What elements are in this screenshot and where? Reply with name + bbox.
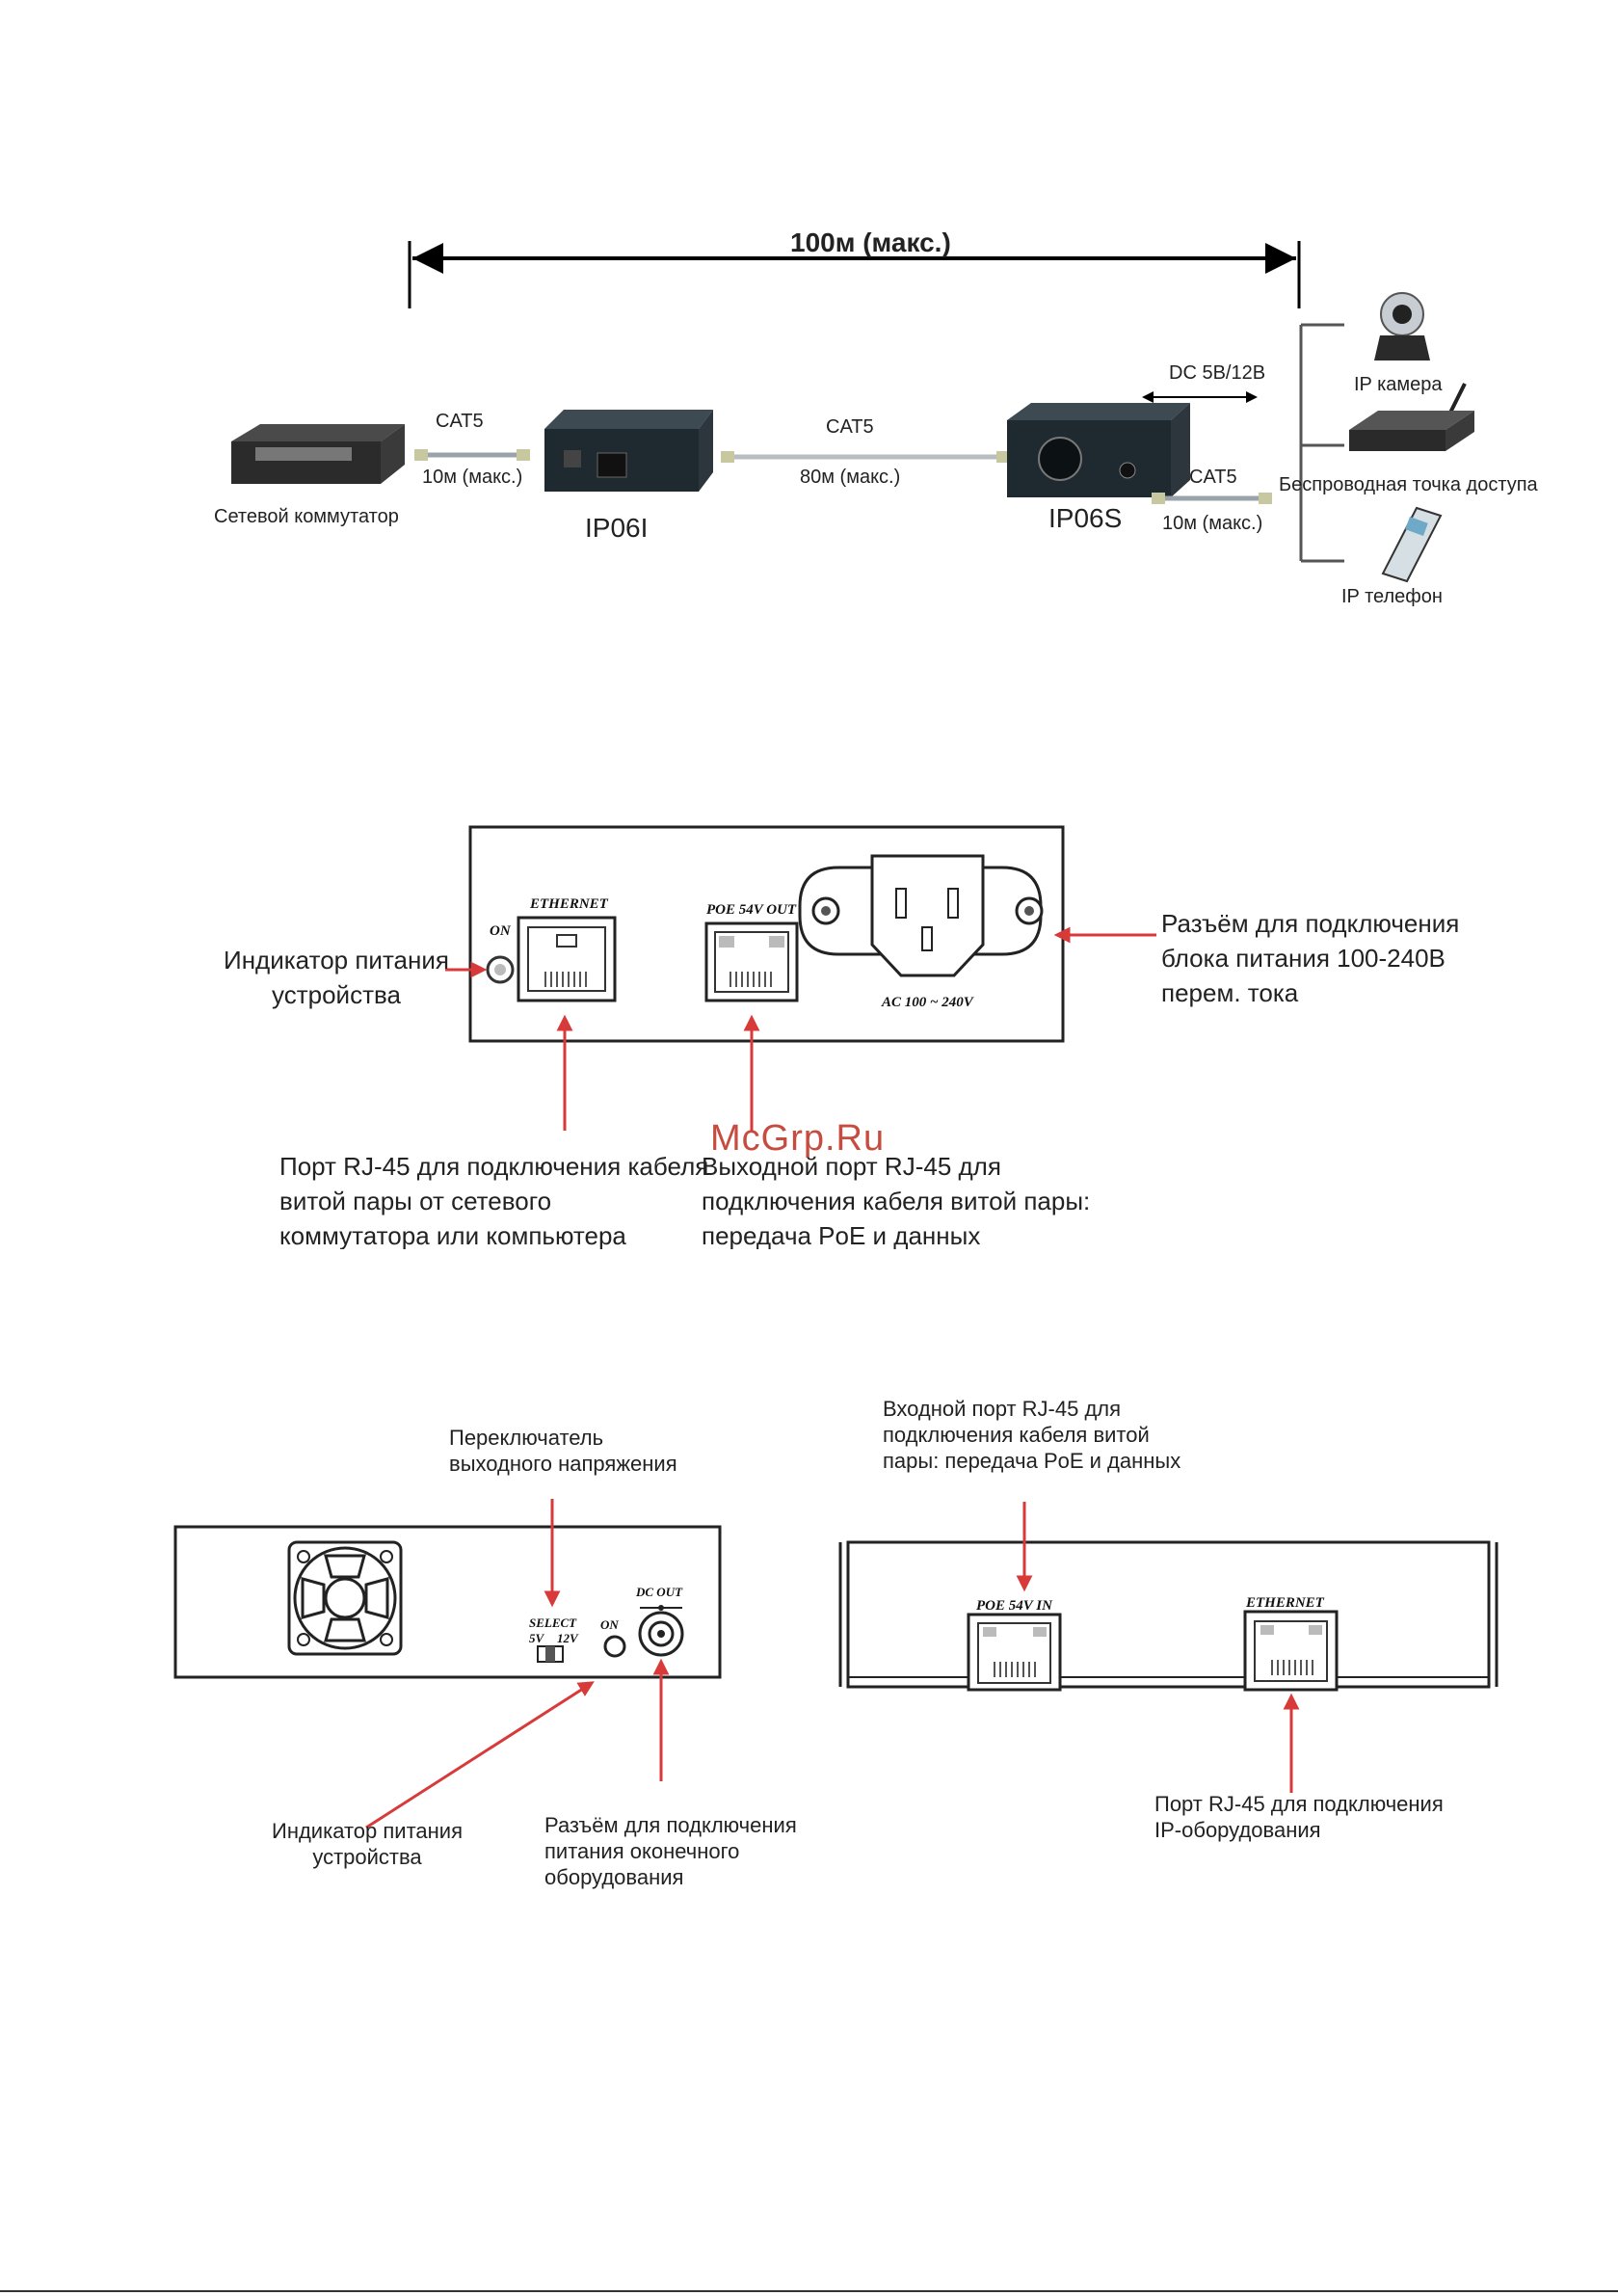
splitter-ethernet-label: ETHERNET xyxy=(1246,1595,1324,1611)
injector-power-socket-caption: Разъём для подключения блока питания 100… xyxy=(1161,909,1460,1007)
devices-bracket xyxy=(1299,323,1344,563)
poe-in-caption: Входной порт RJ-45 для подключения кабел… xyxy=(883,1397,1181,1473)
cable1-icon xyxy=(414,449,530,461)
select-12v-label: 12V xyxy=(557,1631,578,1645)
injector-rj45-out-caption: Выходной порт RJ-45 для подключения кабе… xyxy=(702,1152,1091,1249)
cable3-length: 10м (макс.) xyxy=(1162,513,1263,534)
injector-power-indicator-caption: Индикатор питания устройства xyxy=(224,946,449,1009)
injector-ethernet-label: ETHERNET xyxy=(530,896,608,912)
splitter-back-panel xyxy=(838,1502,1499,1793)
injector-device-icon xyxy=(544,410,713,492)
network-switch-icon xyxy=(231,424,405,484)
injector-poe-out-label: POE 54V OUT xyxy=(706,902,797,918)
distance-arrow xyxy=(408,241,1301,308)
cable2-length: 80м (макс.) xyxy=(800,467,901,488)
dc-arrow xyxy=(1142,391,1258,403)
poe-in-label: POE 54V IN xyxy=(976,1598,1052,1614)
dc-connector-caption: Разъём для подключения питания оконечног… xyxy=(544,1813,797,1889)
injector-rj45-in-caption: Порт RJ-45 для подключения кабеля витой … xyxy=(279,1152,709,1249)
select-5v-label: 5V xyxy=(529,1631,544,1645)
splitter-power-indicator-caption: Индикатор питания устройства xyxy=(272,1819,463,1869)
dc-label: DC 5В/12В xyxy=(1169,362,1266,384)
injector-on-label: ON xyxy=(490,923,511,939)
splitter-front-panel xyxy=(173,1499,722,1829)
ip-camera-icon xyxy=(1374,292,1430,360)
cable3-icon xyxy=(1152,493,1272,504)
wireless-ap-icon xyxy=(1349,383,1474,451)
cable3-type: CAT5 xyxy=(1189,467,1237,488)
splitter-ethernet-caption: Порт RJ-45 для подключения IP-оборудован… xyxy=(1154,1792,1444,1842)
bottom-rule xyxy=(0,2290,1618,2292)
cable2-type: CAT5 xyxy=(826,416,874,438)
watermark: McGrp.Ru xyxy=(710,1118,886,1159)
splitter-on-label: ON xyxy=(600,1617,619,1632)
dc-out-label: DC OUT xyxy=(636,1585,683,1599)
injector-ac-label: AC 100 ~ 240V xyxy=(882,995,973,1010)
cable1-length: 10м (макс.) xyxy=(422,467,523,488)
ap-label: Беспроводная точка доступа xyxy=(1279,474,1538,495)
ip06i-label: IP06I xyxy=(585,513,649,543)
switch-label: Сетевой коммутатор xyxy=(214,506,399,527)
select-label: SELECT xyxy=(529,1615,577,1630)
splitter-device-icon xyxy=(1007,403,1190,497)
ip06s-label: IP06S xyxy=(1048,503,1123,533)
cable1-type: CAT5 xyxy=(436,411,484,432)
cable2-icon xyxy=(721,451,1010,463)
injector-panel xyxy=(445,825,1156,1131)
distance-label: 100м (макс.) xyxy=(790,227,951,257)
ip-phone-icon xyxy=(1381,506,1443,583)
phone-label: IP телефон xyxy=(1341,586,1443,607)
voltage-switch-caption: Переключатель выходного напряжения xyxy=(449,1426,677,1476)
camera-label: IP камера xyxy=(1354,374,1443,395)
